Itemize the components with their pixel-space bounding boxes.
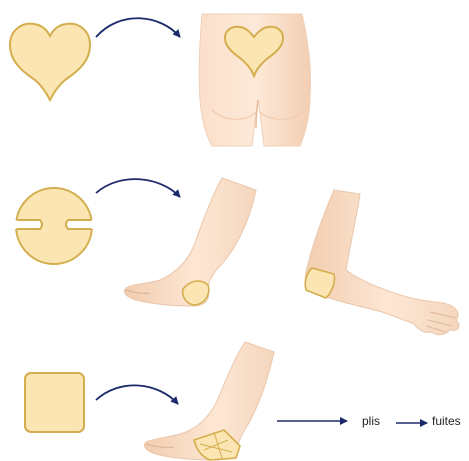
heart-dressing-icon	[10, 24, 90, 100]
elbow-illustration	[305, 190, 459, 335]
square-dressing-icon	[25, 373, 84, 432]
buttocks-illustration	[199, 14, 310, 146]
arrow-row3	[96, 385, 178, 404]
arrow-row1	[96, 18, 180, 37]
arrow-row2	[96, 179, 180, 197]
heel-illustration	[124, 178, 256, 306]
label-plis: plis	[362, 414, 380, 428]
row-1	[10, 14, 311, 146]
heel-misfit-illustration	[144, 342, 274, 460]
elbow-dressing-applied-icon	[305, 268, 334, 298]
row-2	[15, 178, 459, 335]
round-slit-dressing-icon	[15, 188, 93, 264]
row-3	[25, 342, 427, 460]
label-fuites: fuites	[432, 414, 461, 428]
